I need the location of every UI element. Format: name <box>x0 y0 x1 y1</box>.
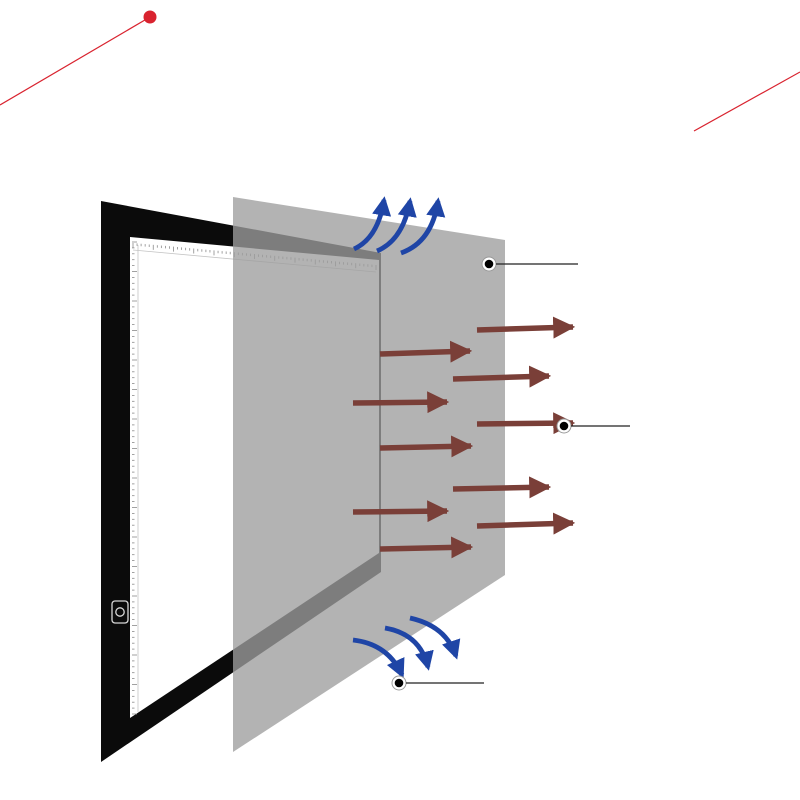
accent-line-left <box>0 16 151 106</box>
curved-arrow-up-icon <box>352 196 392 252</box>
arrow-right-icon <box>476 316 576 339</box>
callout-bottom-airflow <box>391 675 484 691</box>
accent-line-right <box>693 71 800 132</box>
airflow-arrows <box>352 196 461 679</box>
arrow-right-icon <box>352 500 450 523</box>
accent-lines <box>0 10 800 132</box>
callout-dot-icon-inner <box>559 421 569 431</box>
curved-arrow-down-icon <box>384 625 434 671</box>
arrow-right-icon <box>476 512 576 535</box>
tracing-sheet <box>233 197 505 752</box>
arrow-right-icon <box>379 435 474 458</box>
curved-arrow-down-icon <box>409 615 461 660</box>
callout-dot-icon-inner <box>484 259 494 269</box>
heat-arrows <box>352 316 576 559</box>
callout-middle-heat <box>556 418 630 434</box>
arrow-right-icon <box>379 536 474 559</box>
curved-arrow-down-icon <box>352 637 405 679</box>
arrow-right-icon <box>379 340 473 363</box>
arrow-right-icon <box>452 365 552 388</box>
curved-arrow-up-icon <box>375 197 417 254</box>
ruler-left <box>132 241 139 715</box>
power-button-icon[interactable] <box>111 600 129 624</box>
arrow-right-icon <box>452 476 552 499</box>
curved-arrow-up-icon <box>400 197 446 256</box>
arrow-right-icon <box>352 391 450 414</box>
callout-dot-icon-inner <box>394 678 404 688</box>
accent-dot <box>143 10 157 24</box>
arrow-right-icon <box>476 412 576 435</box>
callout-top-sheet <box>481 256 578 272</box>
